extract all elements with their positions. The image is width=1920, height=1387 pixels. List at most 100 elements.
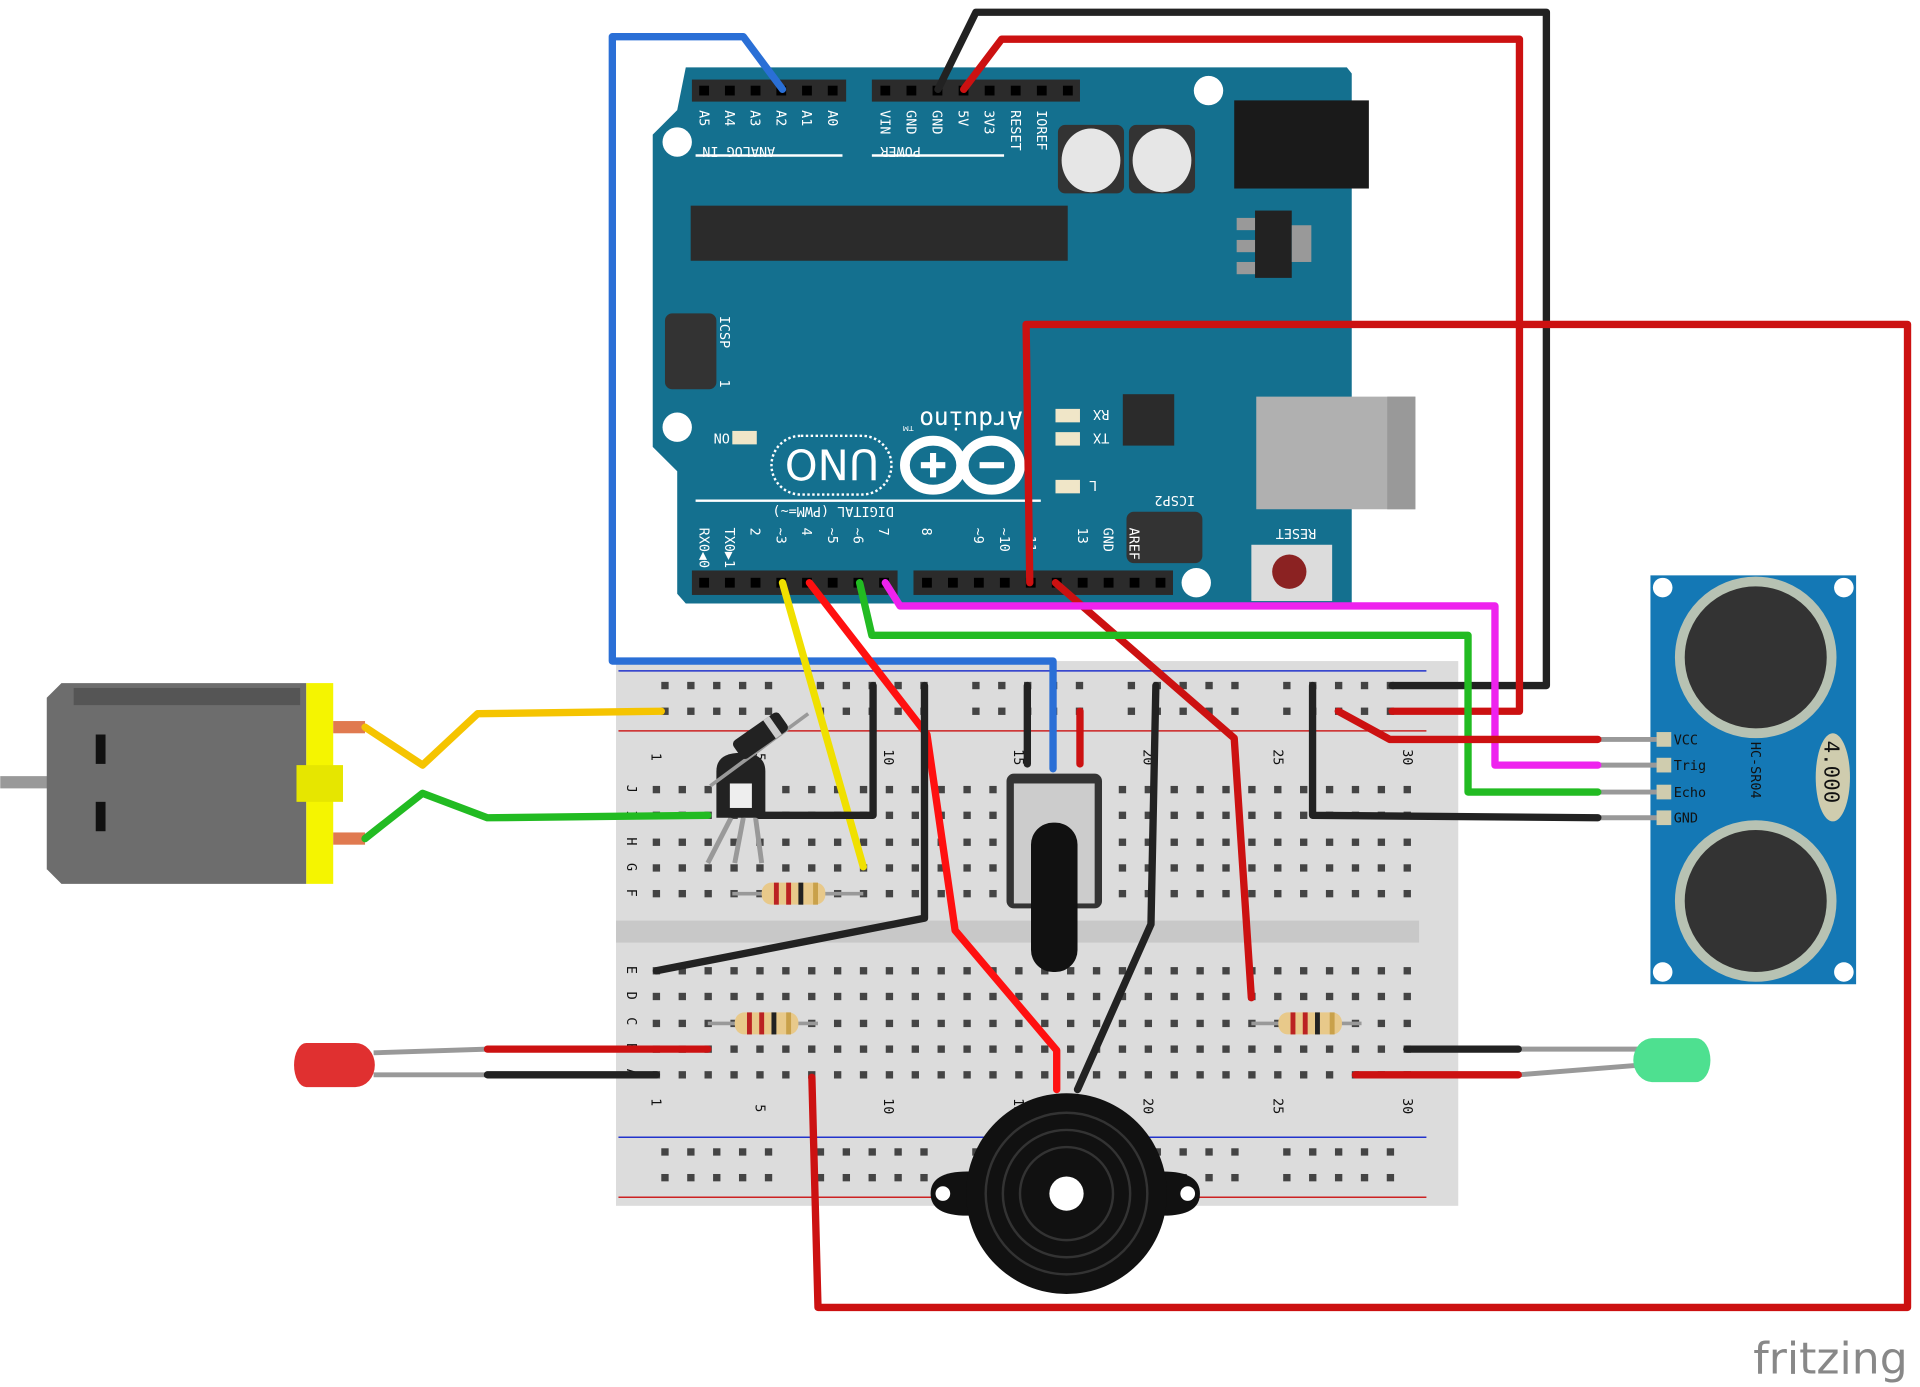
breadboard-hole[interactable]	[1015, 1071, 1023, 1079]
breadboard-hole[interactable]	[859, 889, 868, 898]
breadboard-hole[interactable]	[1351, 992, 1360, 1001]
breadboard-hole[interactable]	[1170, 1019, 1178, 1028]
rail-hole[interactable]	[868, 1148, 876, 1156]
breadboard-hole[interactable]	[1325, 838, 1334, 846]
wire-green-echo[interactable]	[855, 579, 1602, 796]
breadboard-hole[interactable]	[1222, 967, 1230, 975]
wire-yellow-motor[interactable]	[361, 707, 665, 769]
breadboard-hole[interactable]	[937, 864, 945, 872]
breadboard-hole[interactable]	[1041, 1045, 1049, 1053]
breadboard-hole[interactable]	[989, 864, 997, 872]
breadboard-hole[interactable]	[859, 838, 868, 846]
breadboard-hole[interactable]	[730, 967, 738, 975]
breadboard-hole[interactable]	[730, 992, 738, 1001]
breadboard-hole[interactable]	[885, 838, 894, 846]
breadboard-hole[interactable]	[1196, 1045, 1204, 1053]
rail-hole[interactable]	[1360, 1148, 1369, 1156]
header-pin[interactable]	[880, 85, 891, 96]
breadboard-hole[interactable]	[1222, 1071, 1230, 1079]
breadboard-hole[interactable]	[1144, 864, 1153, 872]
breadboard-hole[interactable]	[1351, 967, 1360, 975]
breadboard-hole[interactable]	[1015, 967, 1023, 975]
breadboard-hole[interactable]	[1196, 1071, 1204, 1079]
rail-hole[interactable]	[1231, 1173, 1239, 1182]
rail-hole[interactable]	[816, 1148, 825, 1156]
breadboard-hole[interactable]	[1041, 1019, 1049, 1028]
breadboard-hole[interactable]	[678, 967, 686, 975]
breadboard-hole[interactable]	[963, 1045, 971, 1053]
rail-hole[interactable]	[738, 1173, 747, 1182]
breadboard-hole[interactable]	[1144, 785, 1153, 794]
breadboard-hole[interactable]	[963, 889, 971, 898]
breadboard-hole[interactable]	[911, 992, 919, 1001]
breadboard-hole[interactable]	[1325, 1071, 1334, 1079]
breadboard-hole[interactable]	[911, 864, 919, 872]
breadboard-hole[interactable]	[1118, 811, 1127, 819]
breadboard-hole[interactable]	[1196, 889, 1204, 898]
breadboard-hole[interactable]	[989, 992, 997, 1001]
rail-hole[interactable]	[842, 707, 851, 715]
rail-hole[interactable]	[894, 707, 902, 715]
breadboard-hole[interactable]	[1325, 864, 1334, 872]
breadboard-hole[interactable]	[963, 1019, 971, 1028]
wire-green-motor[interactable]	[361, 789, 712, 843]
breadboard-hole[interactable]	[1248, 889, 1256, 898]
breadboard-hole[interactable]	[1118, 1019, 1127, 1028]
header-pin[interactable]	[1129, 577, 1140, 588]
breadboard-hole[interactable]	[1325, 785, 1334, 794]
wire-black-transistor[interactable]	[755, 681, 877, 819]
rail-hole[interactable]	[1127, 681, 1136, 690]
breadboard-hole[interactable]	[1170, 1071, 1178, 1079]
breadboard-hole[interactable]	[1377, 785, 1386, 794]
breadboard-hole[interactable]	[1170, 838, 1178, 846]
breadboard-hole[interactable]	[1196, 811, 1204, 819]
breadboard-hole[interactable]	[833, 838, 842, 846]
breadboard-hole[interactable]	[859, 992, 868, 1001]
breadboard-hole[interactable]	[1403, 992, 1411, 1001]
rail-hole[interactable]	[1334, 1148, 1343, 1156]
breadboard-hole[interactable]	[1403, 838, 1411, 846]
breadboard-hole[interactable]	[782, 967, 790, 975]
breadboard-hole[interactable]	[1066, 992, 1075, 1001]
breadboard-hole[interactable]	[989, 1019, 997, 1028]
wire-magenta-trig[interactable]	[881, 579, 1602, 769]
breadboard-hole[interactable]	[1222, 992, 1230, 1001]
breadboard-hole[interactable]	[704, 864, 712, 872]
breadboard-hole[interactable]	[937, 967, 945, 975]
breadboard-hole[interactable]	[1274, 967, 1282, 975]
rail-hole[interactable]	[1334, 1173, 1343, 1182]
breadboard-hole[interactable]	[963, 992, 971, 1001]
breadboard-hole[interactable]	[1274, 811, 1282, 819]
rail-hole[interactable]	[661, 1148, 669, 1156]
breadboard-hole[interactable]	[859, 1019, 868, 1028]
breadboard-hole[interactable]	[911, 811, 919, 819]
breadboard-hole[interactable]	[1300, 889, 1308, 898]
rail-hole[interactable]	[1309, 1148, 1317, 1156]
breadboard-hole[interactable]	[1300, 992, 1308, 1001]
breadboard-hole[interactable]	[833, 864, 842, 872]
breadboard-hole[interactable]	[1066, 1019, 1075, 1028]
breadboard-hole[interactable]	[1196, 967, 1204, 975]
breadboard-hole[interactable]	[1170, 992, 1178, 1001]
breadboard-hole[interactable]	[1300, 785, 1308, 794]
breadboard-hole[interactable]	[1222, 889, 1230, 898]
breadboard-hole[interactable]	[1300, 838, 1308, 846]
breadboard-hole[interactable]	[963, 785, 971, 794]
breadboard-hole[interactable]	[989, 811, 997, 819]
rail-hole[interactable]	[1360, 1173, 1369, 1182]
breadboard-hole[interactable]	[678, 785, 686, 794]
breadboard-hole[interactable]	[1274, 1045, 1282, 1053]
header-pin[interactable]	[750, 577, 761, 588]
breadboard-hole[interactable]	[1041, 992, 1049, 1001]
breadboard-hole[interactable]	[1248, 838, 1256, 846]
rail-hole[interactable]	[1283, 707, 1291, 715]
header-pin[interactable]	[724, 85, 735, 96]
breadboard-hole[interactable]	[678, 838, 686, 846]
header-pin[interactable]	[1103, 577, 1114, 588]
breadboard-hole[interactable]	[859, 1045, 868, 1053]
breadboard-hole[interactable]	[652, 889, 661, 898]
rail-hole[interactable]	[764, 1173, 773, 1182]
breadboard-hole[interactable]	[885, 785, 894, 794]
rail-hole[interactable]	[687, 1148, 695, 1156]
breadboard-hole[interactable]	[911, 1019, 919, 1028]
